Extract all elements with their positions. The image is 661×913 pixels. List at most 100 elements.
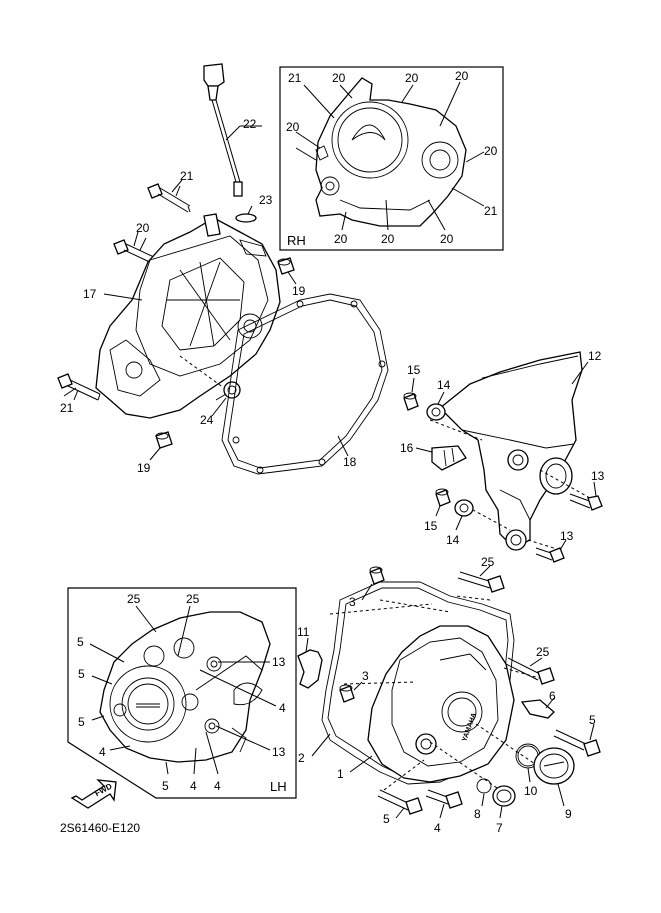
o-ring-8	[476, 778, 492, 807]
callout-14: 14	[446, 533, 460, 547]
callout-20: 20	[334, 232, 348, 246]
callout-1: 1	[337, 767, 344, 781]
right-middle-callouts: 12 15 14 16 13 15 14 13	[400, 349, 605, 547]
callout-25: 25	[536, 645, 550, 659]
callout-4: 4	[190, 779, 197, 793]
callout-15: 15	[407, 363, 421, 377]
callout-21: 21	[180, 169, 194, 183]
dipstick-assembly	[203, 63, 262, 223]
bolt-13-lower	[535, 539, 567, 563]
callout-5: 5	[589, 713, 596, 727]
callout-11: 11	[297, 625, 310, 639]
fwd-arrow-icon: FWD	[70, 779, 117, 809]
bolt-13-top	[569, 481, 603, 511]
callout-4: 4	[214, 779, 221, 793]
grommet-14-top	[426, 391, 446, 421]
collar-19-lower	[149, 431, 173, 461]
callout-5: 5	[162, 779, 169, 793]
callout-20: 20	[286, 120, 300, 134]
bolt-4-lower	[425, 789, 463, 819]
callout-13: 13	[272, 655, 286, 669]
callout-16: 16	[400, 441, 414, 455]
bolt-25-top	[457, 565, 505, 593]
callout-9: 9	[565, 807, 572, 821]
callout-20: 20	[381, 232, 395, 246]
collar-15-top	[403, 377, 419, 411]
callout-6: 6	[549, 689, 556, 703]
callout-23: 23	[259, 193, 273, 207]
callout-13: 13	[591, 469, 605, 483]
lh-inset: LH 25	[67, 587, 297, 799]
plug-9	[533, 747, 575, 807]
callout-20: 20	[136, 221, 150, 235]
callout-8: 8	[474, 807, 481, 821]
bolt-5-right	[553, 723, 601, 757]
callout-15: 15	[424, 519, 438, 533]
bracket-11	[297, 637, 323, 689]
callout-5: 5	[78, 715, 85, 729]
callout-5: 5	[383, 812, 390, 826]
bolt-5-lower	[377, 789, 423, 819]
callout-25: 25	[481, 555, 495, 569]
collar-15-lower	[435, 488, 451, 517]
callout-4: 4	[434, 821, 441, 835]
callout-3: 3	[362, 669, 369, 683]
callout-20: 20	[405, 71, 419, 85]
callout-13: 13	[560, 529, 574, 543]
callout-25: 25	[127, 592, 141, 606]
callout-14: 14	[437, 378, 451, 392]
crankcase-cover-1: YAMAHA	[329, 595, 547, 791]
callout-21: 21	[484, 204, 498, 218]
callout-2: 2	[298, 751, 305, 765]
top-left-leaders	[73, 179, 227, 401]
callout-17: 17	[83, 287, 97, 301]
callout-4: 4	[279, 701, 286, 715]
bolt-25-right	[505, 657, 555, 685]
callout-20: 20	[440, 232, 454, 246]
diagram-code: 2S61460-E120	[60, 821, 140, 835]
callout-25: 25	[186, 592, 200, 606]
rh-label: RH	[287, 233, 306, 248]
callout-10: 10	[524, 784, 538, 798]
plug-7	[492, 785, 516, 819]
callout-20: 20	[455, 69, 469, 83]
callout-5: 5	[77, 635, 84, 649]
callout-24: 24	[200, 413, 214, 427]
callout-21: 21	[60, 401, 74, 415]
bolt-20-left	[113, 237, 157, 265]
callout-5: 5	[78, 667, 85, 681]
dowel-pin-3-lower	[339, 681, 363, 703]
top-left-callouts: 22 21 23 20 19 17 21 24 19 18	[60, 117, 357, 475]
rh-callouts: 21 20 20 20 20 20 21 20 20 20	[286, 69, 498, 246]
callout-19: 19	[292, 284, 306, 298]
callout-7: 7	[496, 821, 503, 835]
callout-4: 4	[99, 745, 106, 759]
callout-3: 3	[349, 595, 356, 609]
collar-19-top	[277, 257, 297, 285]
dowel-pin-3-top	[361, 566, 385, 601]
clip-6	[520, 697, 555, 719]
bolt-21-top	[147, 183, 191, 213]
lh-callouts: 25 25 5 5 5 13 4 4 13 5 4 4	[77, 592, 286, 793]
lower-right-callouts: 25 3 11 3 25 6 5 2 1 10 9 8 7 5 4	[297, 555, 596, 835]
callout-13: 13	[272, 745, 286, 759]
lh-label: LH	[270, 779, 287, 794]
lh-leaders	[89, 605, 277, 775]
damper-16	[415, 445, 467, 471]
callout-19: 19	[137, 461, 151, 475]
cover-12	[429, 351, 591, 551]
gasket-18	[221, 293, 389, 475]
callout-20: 20	[484, 144, 498, 158]
callout-18: 18	[343, 455, 357, 469]
callout-22: 22	[243, 117, 257, 131]
callout-21: 21	[288, 71, 302, 85]
rh-leaders	[295, 81, 485, 231]
lower-right-leaders	[311, 733, 373, 773]
rh-inset: RH 21 20 20 20 20	[279, 66, 504, 251]
callout-20: 20	[332, 71, 346, 85]
callout-12: 12	[588, 349, 602, 363]
bolt-21-lower	[57, 373, 101, 401]
crankcase-cover-17	[95, 213, 281, 419]
grommet-14-lower	[454, 499, 474, 531]
